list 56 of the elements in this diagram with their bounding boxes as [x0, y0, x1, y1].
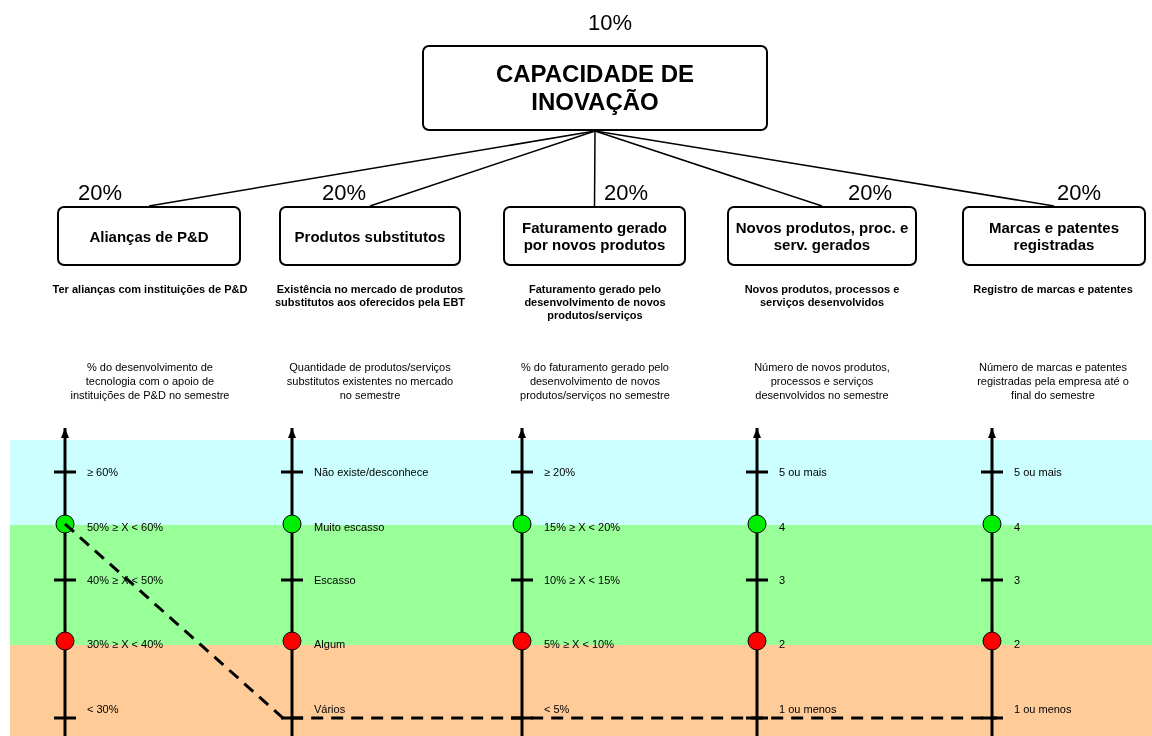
scale-value: ≥ 20% — [544, 466, 576, 479]
criterion-box — [962, 206, 1146, 266]
weight-label: 20% — [78, 180, 123, 206]
connector-line — [593, 130, 596, 207]
scale-value: 10% ≥ X < 15% — [544, 574, 621, 587]
connector-line — [594, 130, 823, 207]
scale-value: < 30% — [87, 703, 119, 716]
scale-value: < 5% — [544, 703, 570, 716]
scale-value: 2 — [779, 638, 786, 651]
weight-label: 20% — [848, 180, 893, 206]
scale-value: 30% ≥ X < 40% — [87, 638, 164, 651]
criterion-box — [279, 206, 461, 266]
criterion-description: Registro de marcas e patentes — [972, 283, 1134, 296]
criterion-description: Existência no mercado de produtos substitutos aos oferecidos pela EBT — [273, 283, 467, 309]
scale-value: 5 ou mais — [779, 466, 827, 479]
scale-value: Não existe/desconhece — [314, 466, 429, 479]
goal-box — [422, 45, 768, 131]
scale-value: 1 ou menos — [779, 703, 837, 716]
indicator-text: % do faturamento gerado pelo desenvolvimento de novos produtos/serviços no semestre — [519, 360, 671, 402]
scale-value: Muito escasso — [314, 521, 385, 534]
scale-value: 4 — [1014, 521, 1021, 534]
weight-label: 20% — [604, 180, 649, 206]
indicator-text: Número de novos produtos, processos e serviços desenvolvidos no semestre — [753, 360, 891, 402]
scale-value: 3 — [1014, 574, 1021, 587]
scale-value: 15% ≥ X < 20% — [544, 521, 621, 534]
connector-line — [369, 130, 596, 207]
box-title: Marcas e patentes registradas — [987, 219, 1121, 253]
scale-value: 2 — [1014, 638, 1021, 651]
criterion-box — [503, 206, 686, 266]
scale-value: Algum — [314, 638, 346, 651]
box-title: Faturamento gerado por novos produtos — [521, 219, 668, 253]
scale-value: Vários — [314, 703, 346, 716]
box-title: CAPACIDADE DE INOVAÇÃO — [494, 60, 696, 116]
indicator-text: Quantidade de produtos/serviços substitutos existentes no mercado no semestre — [285, 360, 455, 402]
scale-value: 5 ou mais — [1014, 466, 1062, 479]
scale-value: 50% ≥ X < 60% — [87, 521, 164, 534]
indicator-text: % do desenvolvimento de tecnologia com o apoio de instituições de P&D no semestre — [69, 360, 231, 402]
scale-value: 5% ≥ X < 10% — [544, 638, 614, 651]
scale-value: ≥ 60% — [87, 466, 119, 479]
scale-value: 3 — [779, 574, 786, 587]
box-title: Novos produtos, proc. e serv. gerados — [734, 219, 910, 253]
criterion-description: Novos produtos, processos e serviços desenvolvidos — [743, 283, 901, 309]
connector-line — [594, 130, 1055, 207]
scale-value: 1 ou menos — [1014, 703, 1072, 716]
criterion-box — [727, 206, 917, 266]
box-title: Alianças de P&D — [88, 227, 210, 245]
box-title: Produtos substitutos — [293, 227, 447, 245]
criterion-description: Faturamento gerado pelo desenvolvimento de novos produtos/serviços — [523, 283, 667, 322]
weight-label: 20% — [322, 180, 367, 206]
weight-label: 20% — [1057, 180, 1102, 206]
scale-value: Escasso — [314, 574, 356, 587]
criterion-description: Ter alianças com instituições de P&D — [51, 283, 249, 296]
indicator-text: Número de marcas e patentes registradas pela empresa até o final do semestre — [976, 360, 1130, 402]
criterion-box — [57, 206, 241, 266]
scale-value: 4 — [779, 521, 786, 534]
weight-label: 10% — [588, 10, 633, 36]
